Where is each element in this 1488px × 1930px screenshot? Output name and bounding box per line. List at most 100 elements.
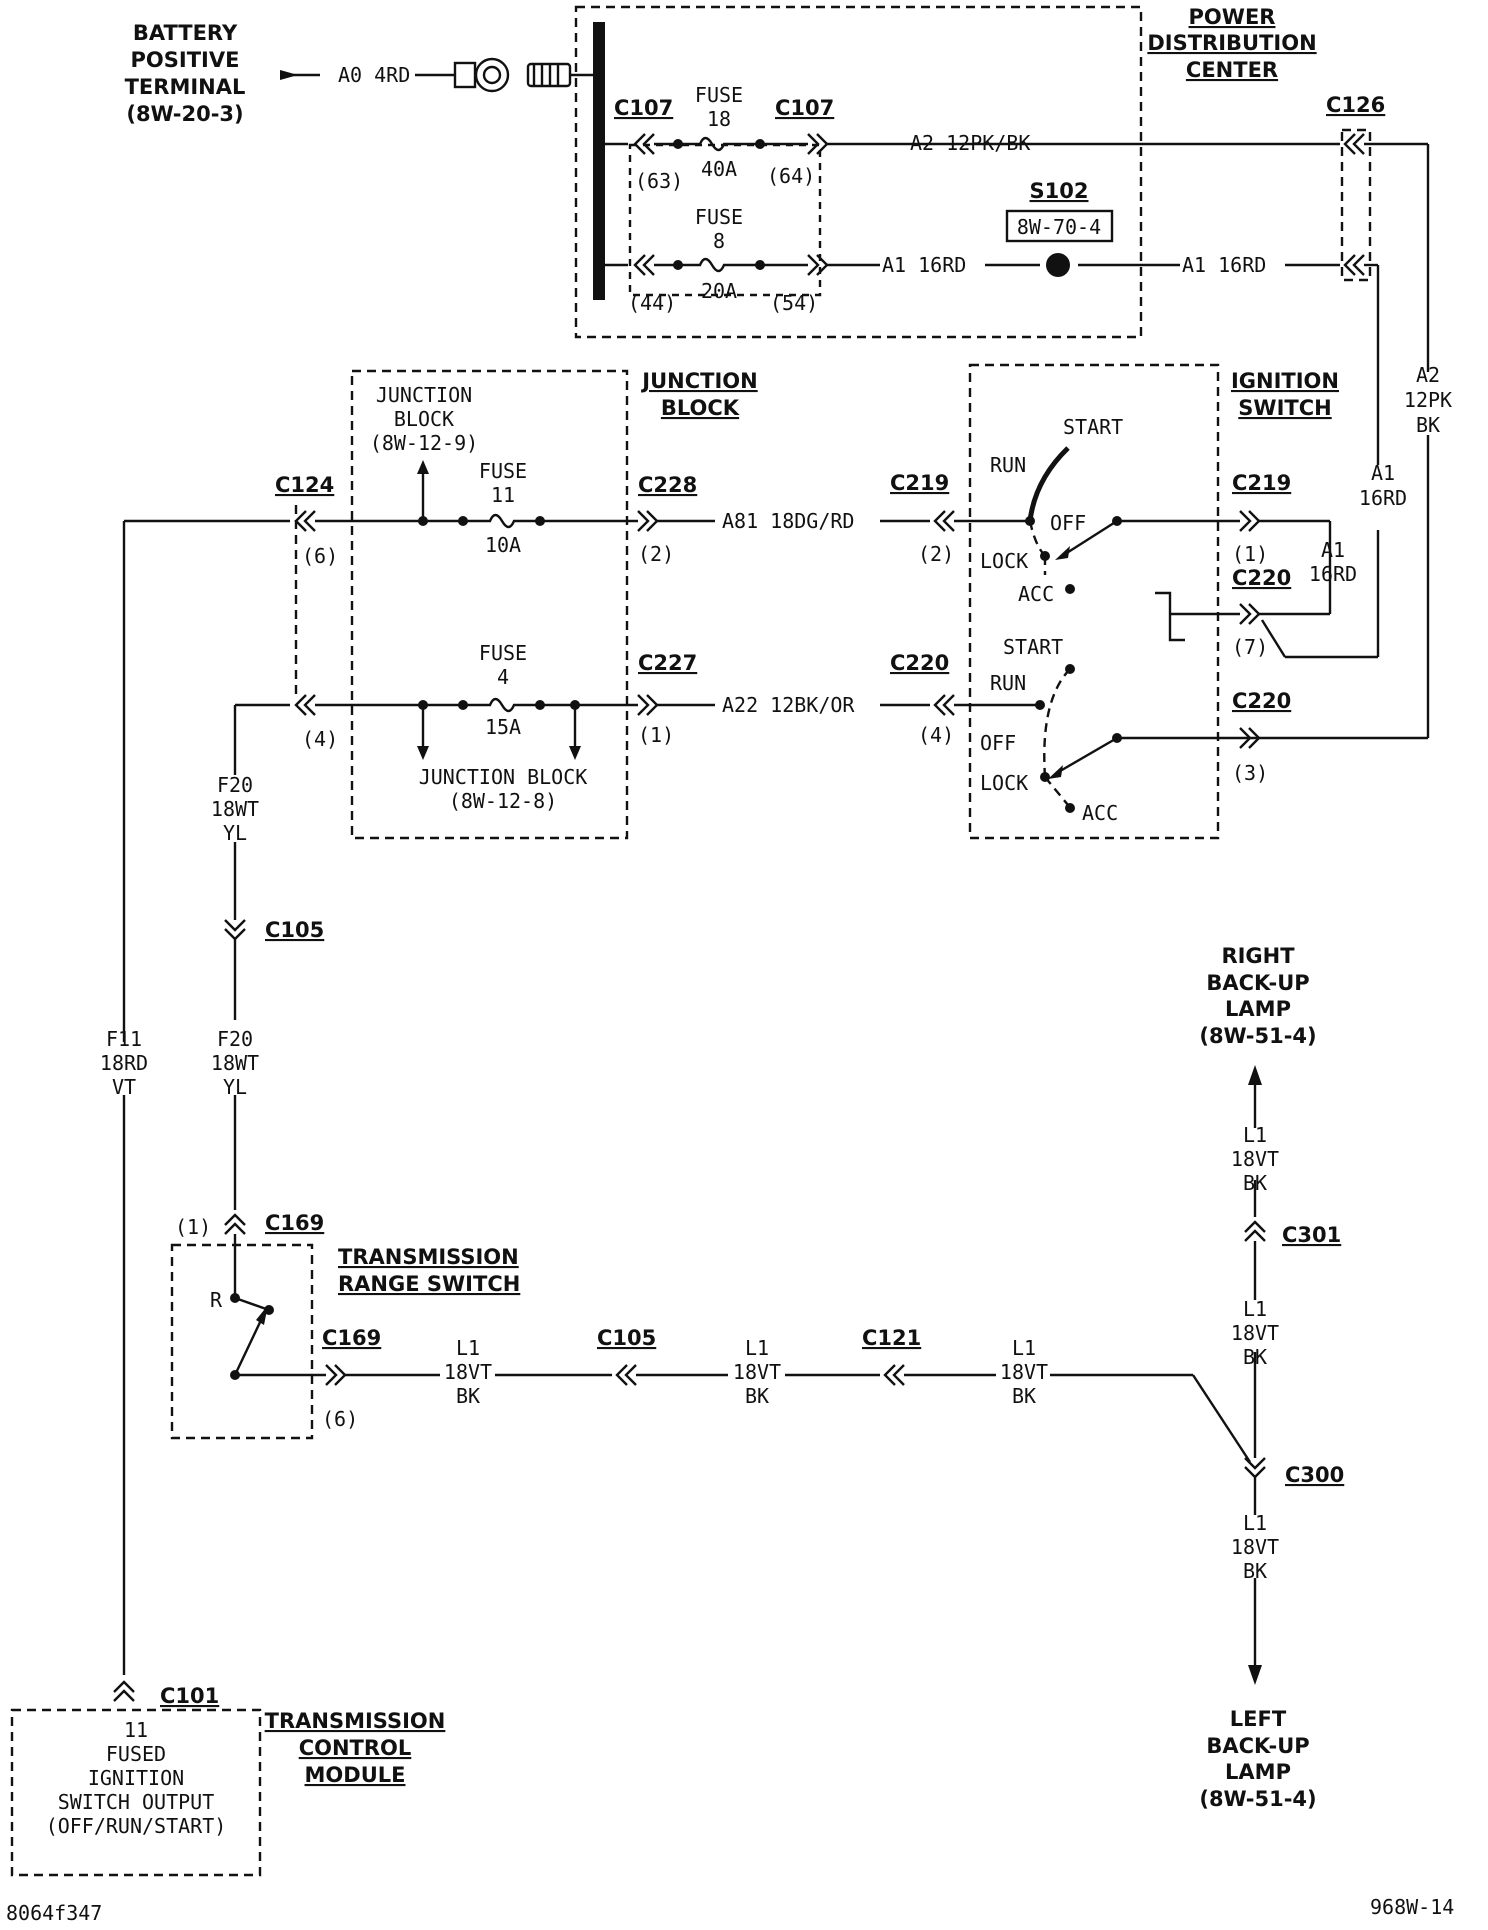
junction-block-box [350,369,629,840]
connector-c219-right: C219 [1232,471,1291,495]
pdc-box [574,5,1143,339]
svg-text:ACC: ACC [1018,582,1054,606]
svg-text:L1: L1 [456,1336,480,1360]
svg-text:BK: BK [745,1384,769,1408]
svg-text:F20: F20 [217,1027,253,1051]
svg-text:16RD: 16RD [1359,486,1407,510]
splice-s102-name: S102 [1030,179,1089,203]
wire-l1-a: L1 18VT BK [444,1336,492,1408]
connector-c219-left: C219 [890,471,949,495]
svg-text:A1: A1 [1321,538,1345,562]
left-backup-lamp-label: LEFT BACK-UP LAMP (8W-51-4) [1199,1707,1316,1811]
svg-text:OFF: OFF [980,731,1016,755]
svg-text:RANGE SWITCH: RANGE SWITCH [338,1272,520,1296]
battery-label: BATTERY POSITIVE TERMINAL (8W-20-3) [125,21,246,126]
junction-block-ref-top: JUNCTION BLOCK (8W-12-9) [370,383,478,455]
svg-text:18WT: 18WT [211,1051,259,1075]
svg-text:18WT: 18WT [211,797,259,821]
wire-a2-vertical-label: A2 12PK BK [1404,363,1452,437]
footer-left: 8064f347 [6,1901,102,1925]
svg-text:A1: A1 [1371,461,1395,485]
svg-text:(8W-51-4): (8W-51-4) [1199,1024,1316,1048]
svg-text:IGNITION: IGNITION [88,1766,184,1790]
footer-right: 968W-14 [1370,1895,1454,1919]
svg-text:11: 11 [124,1718,148,1742]
connector-c105-mid: C105 [597,1326,656,1350]
svg-text:SWITCH: SWITCH [1238,396,1331,420]
wire-a1-vertical-label: A1 16RD [1359,461,1407,510]
pin-44: (44) [628,291,676,315]
wire-l1-c: L1 18VT BK [1000,1336,1048,1408]
svg-text:18VT: 18VT [1000,1360,1048,1384]
pin-c169-1: (1) [175,1215,211,1239]
svg-text:11: 11 [491,483,515,507]
fuse-8-label: FUSE 8 20A [695,205,743,303]
svg-text:ACC: ACC [1082,801,1118,825]
junction-block-ref-bottom: JUNCTION BLOCK (8W-12-8) [419,765,588,813]
connector-c126: C126 [1326,93,1385,117]
pin-c169-6: (6) [322,1407,358,1431]
connector-c124: C124 [275,473,334,497]
svg-text:DISTRIBUTION: DISTRIBUTION [1147,31,1316,55]
connector-c121: C121 [862,1326,921,1350]
svg-text:(8W-12-9): (8W-12-9) [370,431,478,455]
pin-63: (63) [635,169,683,193]
svg-text:SWITCH OUTPUT: SWITCH OUTPUT [58,1790,215,1814]
svg-text:18: 18 [707,107,731,131]
svg-text:YL: YL [223,1075,247,1099]
svg-text:18RD: 18RD [100,1051,148,1075]
pin-c219-1: (1) [1232,542,1268,566]
ignition-switch-label: IGNITION SWITCH [1231,369,1339,420]
svg-text:JUNCTION: JUNCTION [640,369,757,393]
svg-text:VT: VT [112,1075,136,1099]
pin-c228-2: (2) [638,542,674,566]
connector-c220-right: C220 [1232,689,1291,713]
svg-text:BK: BK [1012,1384,1036,1408]
svg-text:18VT: 18VT [1231,1321,1279,1345]
trs-label: TRANSMISSION RANGE SWITCH [338,1245,520,1296]
svg-text:BLOCK: BLOCK [394,407,454,431]
wire-l1-f: L1 18VT BK [1231,1511,1279,1583]
svg-text:RUN: RUN [990,453,1026,477]
svg-text:JUNCTION: JUNCTION [376,383,472,407]
tcm-pin-label: 11 FUSED IGNITION SWITCH OUTPUT (OFF/RUN… [46,1718,227,1838]
connector-c220-top: C220 [1232,566,1291,590]
trs-position-r: R [210,1288,223,1312]
svg-text:F20: F20 [217,773,253,797]
svg-text:BK: BK [1416,413,1440,437]
svg-text:FUSE: FUSE [695,83,743,107]
svg-text:L1: L1 [1012,1336,1036,1360]
svg-text:12PK: 12PK [1404,388,1452,412]
svg-text:POWER: POWER [1189,5,1276,29]
fuse-4-label: FUSE 4 15A [479,641,527,739]
svg-text:BATTERY: BATTERY [133,21,238,45]
svg-text:8: 8 [713,229,725,253]
svg-text:L1: L1 [1243,1297,1267,1321]
svg-text:FUSED: FUSED [106,1742,166,1766]
svg-text:BACK-UP: BACK-UP [1206,971,1309,995]
pin-c219-2: (2) [918,542,954,566]
svg-text:BK: BK [456,1384,480,1408]
connector-c301: C301 [1282,1223,1341,1247]
connector-c228: C228 [638,473,697,497]
svg-text:BK: BK [1243,1345,1267,1369]
splice-s102-ref: 8W-70-4 [1017,215,1101,239]
connector-c300: C300 [1285,1463,1344,1487]
pin-c220-4: (4) [918,723,954,747]
wire-l1-e: L1 18VT BK [1231,1297,1279,1369]
pdc-label: POWER DISTRIBUTION CENTER [1147,5,1316,82]
svg-text:FUSE: FUSE [479,641,527,665]
svg-text:JUNCTION BLOCK: JUNCTION BLOCK [419,765,588,789]
svg-text:L1: L1 [1243,1511,1267,1535]
svg-text:BK: BK [1243,1559,1267,1583]
svg-text:L1: L1 [745,1336,769,1360]
svg-text:18VT: 18VT [1231,1535,1279,1559]
connector-c227: C227 [638,651,697,675]
svg-text:LEFT: LEFT [1230,1707,1287,1731]
wire-a2: A2 12PK/BK [910,131,1030,155]
svg-text:FUSE: FUSE [695,205,743,229]
svg-text:LAMP: LAMP [1225,1760,1291,1784]
svg-text:A2: A2 [1416,363,1440,387]
